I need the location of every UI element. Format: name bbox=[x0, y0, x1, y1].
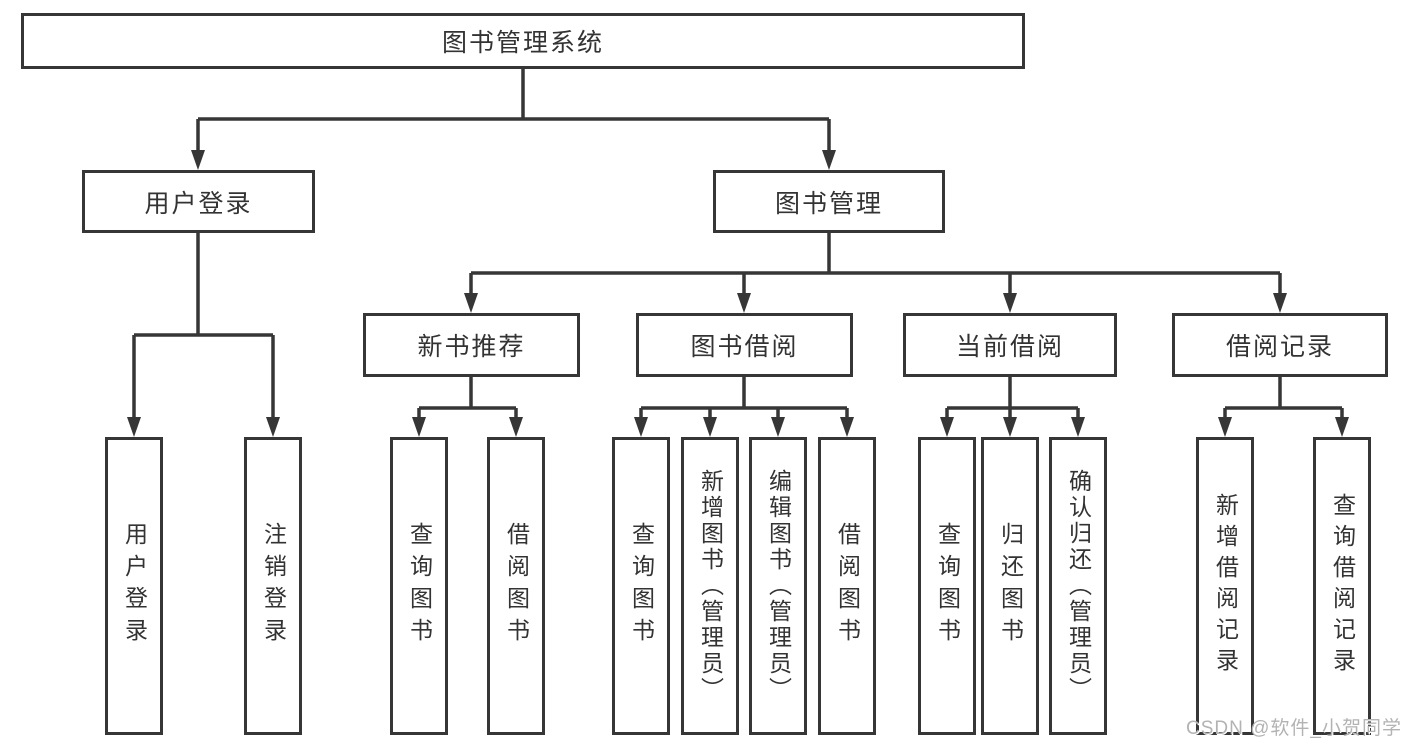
leaf-label: 编辑图书（管理员） bbox=[765, 469, 792, 703]
leaf-query-books-borrowing: 查询图书 bbox=[612, 437, 670, 735]
leaf-logout: 注销登录 bbox=[244, 437, 302, 735]
node-current-borrowing: 当前借阅 bbox=[903, 313, 1117, 377]
leaf-query-books-current: 查询图书 bbox=[918, 437, 976, 735]
leaf-label: 新增借阅记录 bbox=[1212, 493, 1239, 679]
leaf-label: 确认归还（管理员） bbox=[1065, 469, 1092, 703]
leaf-borrow-books-recommend: 借阅图书 bbox=[487, 437, 545, 735]
leaf-label: 归还图书 bbox=[997, 522, 1024, 650]
node-library-management-system: 图书管理系统 bbox=[21, 13, 1025, 69]
node-user-login: 用户登录 bbox=[82, 170, 315, 233]
leaf-label: 用户登录 bbox=[121, 522, 148, 650]
leaf-user-login: 用户登录 bbox=[105, 437, 163, 735]
leaf-label: 借阅图书 bbox=[503, 522, 530, 650]
leaf-confirm-return-admin: 确认归还（管理员） bbox=[1049, 437, 1107, 735]
leaf-label: 查询图书 bbox=[628, 522, 655, 650]
connector-edges bbox=[132, 69, 1344, 419]
leaf-label: 借阅图书 bbox=[834, 522, 861, 650]
leaf-query-borrow-record: 查询借阅记录 bbox=[1313, 437, 1371, 735]
leaf-query-books-recommend: 查询图书 bbox=[390, 437, 448, 735]
watermark: CSDN @软件_小贺同学 bbox=[1186, 718, 1402, 739]
leaf-edit-books-admin: 编辑图书（管理员） bbox=[749, 437, 807, 735]
leaf-label: 查询图书 bbox=[406, 522, 433, 650]
leaf-label: 注销登录 bbox=[260, 522, 287, 650]
node-book-management: 图书管理 bbox=[713, 170, 945, 233]
leaf-label: 查询借阅记录 bbox=[1329, 493, 1356, 679]
leaf-return-books: 归还图书 bbox=[981, 437, 1039, 735]
arrow-down-icons bbox=[127, 150, 1349, 437]
leaf-borrow-books-borrowing: 借阅图书 bbox=[818, 437, 876, 735]
leaf-label: 新增图书（管理员） bbox=[697, 469, 724, 703]
leaf-add-books-admin: 新增图书（管理员） bbox=[681, 437, 739, 735]
node-borrowing-records: 借阅记录 bbox=[1172, 313, 1388, 377]
node-book-borrowing: 图书借阅 bbox=[636, 313, 853, 377]
node-new-book-recommendation: 新书推荐 bbox=[363, 313, 580, 377]
leaf-add-borrow-record: 新增借阅记录 bbox=[1196, 437, 1254, 735]
leaf-label: 查询图书 bbox=[934, 522, 961, 650]
